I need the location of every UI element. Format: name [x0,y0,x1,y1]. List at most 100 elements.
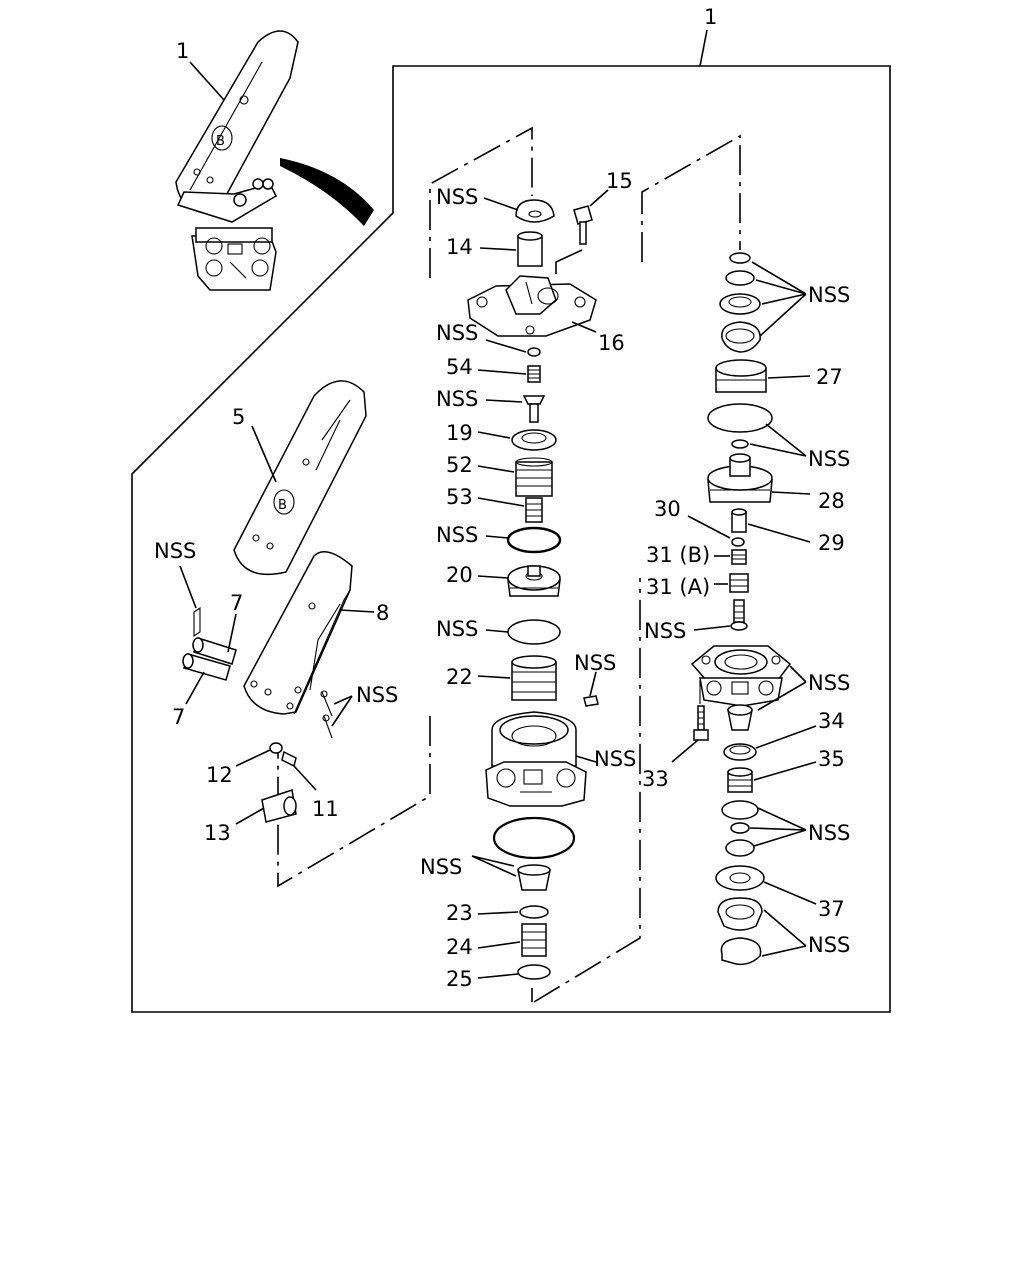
cap-illustration [515,199,555,223]
pedal-cotter-leader [331,695,353,727]
ring-30-illustration [731,537,745,547]
pin-lower-leader [185,671,205,705]
pin-upper-callout: 7 [230,591,243,615]
right-top-seals-illustration [719,252,761,353]
pedal-arm-illustration [243,551,353,715]
spring-54-leader [477,369,527,375]
collar-leader [235,749,271,767]
pedal-logo-top: B [216,134,225,149]
pedal-logo-pad: B [278,498,287,513]
bushing-27-illustration [715,359,767,393]
bolt-15-illustration [573,205,593,245]
assembly-leader [699,29,708,67]
pedal-pad-illustration: B [233,380,367,576]
valve-body-illustration [485,711,587,807]
right-top-leader [751,261,807,337]
bolt-15-leader [589,189,609,207]
center-bracket-bottom [531,578,641,1003]
right-seals-leader [749,807,807,847]
right-mid-leader [749,423,807,457]
piston-leader [477,575,509,579]
bushing-27-leader [767,375,811,379]
ring-callout: NSS [436,321,478,345]
ring-leader [485,339,527,353]
spring-35-leader [753,761,817,781]
oring-2-leader [485,629,509,633]
spring-24-illustration [521,923,547,957]
pin-lower-callout: 7 [172,705,185,729]
cover-callout: 16 [598,331,625,355]
bolt-callout: 11 [312,797,339,821]
oring-2-callout: NSS [436,617,478,641]
right-top-callout: NSS [808,283,850,307]
insert-illustration [727,704,753,731]
cap-leader [483,197,519,211]
washer-25-callout: 25 [446,967,473,991]
spring-35-illustration [727,767,753,793]
housing-illustration [690,645,792,707]
key-illustration [583,695,599,707]
retainer-callout: 19 [446,421,473,445]
seat-callout: NSS [420,855,462,879]
bolt-33-leader [671,739,699,763]
detail-arrow [280,158,374,226]
pedal-clip-leader [179,565,197,609]
cover-illustration [467,275,597,337]
spring-53-illustration [525,497,543,523]
spring-31a-callout: 31 (A) [646,575,710,599]
retainer-illustration [511,429,557,451]
ring-illustration [527,347,541,357]
right-seals-illustration [721,800,759,857]
spring-54-illustration [527,365,541,383]
right-seals-callout: NSS [808,821,850,845]
right-mid-seals-illustration [707,403,773,449]
stem-illustration [730,599,748,631]
spring-52-callout: 52 [446,453,473,477]
key-leader [589,671,597,697]
spring-22-callout: 22 [446,665,473,689]
collar-bolt-bushing-illustration [261,742,297,823]
body-seal-illustration [492,816,576,860]
pin-upper-leader [227,613,237,653]
right-bracket [641,134,741,262]
housing-callout: NSS [808,671,850,695]
bolt-33-illustration [693,680,709,741]
spring-35-callout: 35 [818,747,845,771]
spring-52-illustration [515,457,553,497]
spring-53-callout: 53 [446,485,473,509]
ring-34-illustration [723,743,757,761]
assembly-frame [131,65,891,1013]
center-bracket-top [429,126,533,278]
retainer-leader [477,431,511,439]
cap-callout: NSS [436,185,478,209]
stem-callout: NSS [644,619,686,643]
plunger-29-illustration [731,508,747,533]
ring-34-leader [755,725,817,749]
spring-22-illustration [511,655,557,701]
spring-31a-illustration [729,573,749,593]
spring-24-callout: 24 [446,935,473,959]
pin-callout: NSS [436,387,478,411]
plunger-callout: 14 [446,235,473,259]
bushing-leader [235,807,265,825]
pedal-pins-illustration [182,606,237,681]
plunger-leader [479,247,517,251]
piston-28-illustration [707,453,773,503]
plunger-illustration [517,231,543,267]
right-bottom-leader [761,909,807,957]
pedal-assembly-illustration: B [175,30,299,291]
pin-leader [485,399,523,403]
spring-24-leader [477,941,521,949]
pedal-pad-leader [251,425,277,483]
cotter-pins-illustration [320,690,333,739]
seat-leader [471,855,517,877]
pedal-assembly-leader [189,61,225,101]
piston-callout: 20 [446,563,473,587]
plunger-29-leader [747,523,811,543]
right-mid-callout: NSS [808,447,850,471]
seat-illustration [517,864,551,891]
pin-illustration [522,395,546,423]
spring-31b-callout: 31 (B) [646,543,710,567]
oring-1-illustration [506,526,562,554]
